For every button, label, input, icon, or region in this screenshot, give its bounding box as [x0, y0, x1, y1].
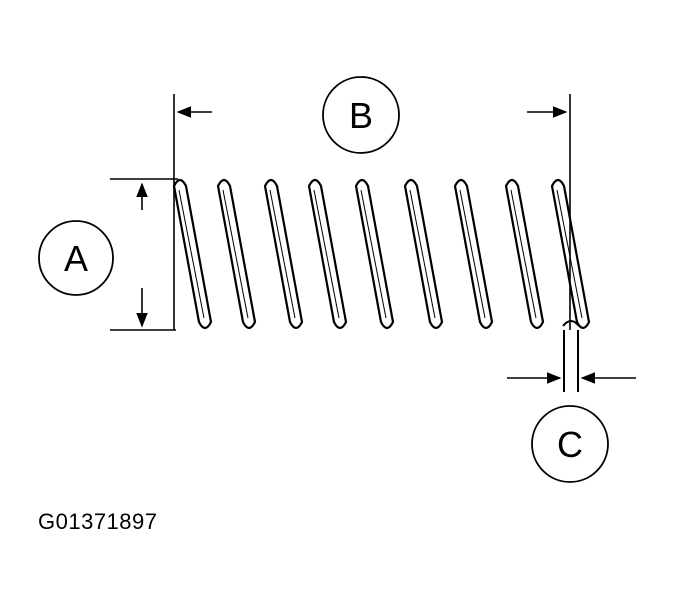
figure-id: G01371897 [38, 509, 158, 534]
spring-coil [354, 178, 395, 330]
spring-coil-highlight [222, 189, 249, 319]
label-c-callout: C [531, 405, 609, 483]
spring-coil-highlight [269, 189, 296, 319]
spring-coil [504, 178, 545, 330]
label-a-circle [38, 220, 114, 296]
label-b: B [349, 95, 373, 136]
spring-coil-highlight [459, 189, 486, 319]
spring-coil [453, 178, 494, 330]
label-a-callout: A [38, 220, 114, 296]
spring-coil [307, 178, 348, 330]
label-c-circle [531, 405, 609, 483]
spring-coil-highlight [409, 189, 436, 319]
spring-coil [403, 178, 444, 330]
spring-coil [216, 178, 257, 330]
dimension-a-lines [110, 178, 178, 331]
label-b-circle [322, 76, 400, 154]
spring-coil-highlight [313, 189, 340, 319]
dimension-c-lines [507, 320, 636, 392]
label-a: A [64, 238, 88, 279]
spring-coil-highlight [360, 189, 387, 319]
wire-end-segment [563, 330, 579, 392]
spring-coil [263, 178, 304, 330]
label-c: C [557, 424, 583, 465]
dimension-b-lines [173, 94, 571, 330]
spring-coil [172, 178, 213, 330]
label-b-callout: B [322, 76, 400, 154]
spring-coil-highlight [510, 189, 537, 319]
wire-end-cap [562, 320, 580, 327]
coil-spring [172, 178, 591, 330]
spring-coil-highlight [178, 189, 205, 319]
